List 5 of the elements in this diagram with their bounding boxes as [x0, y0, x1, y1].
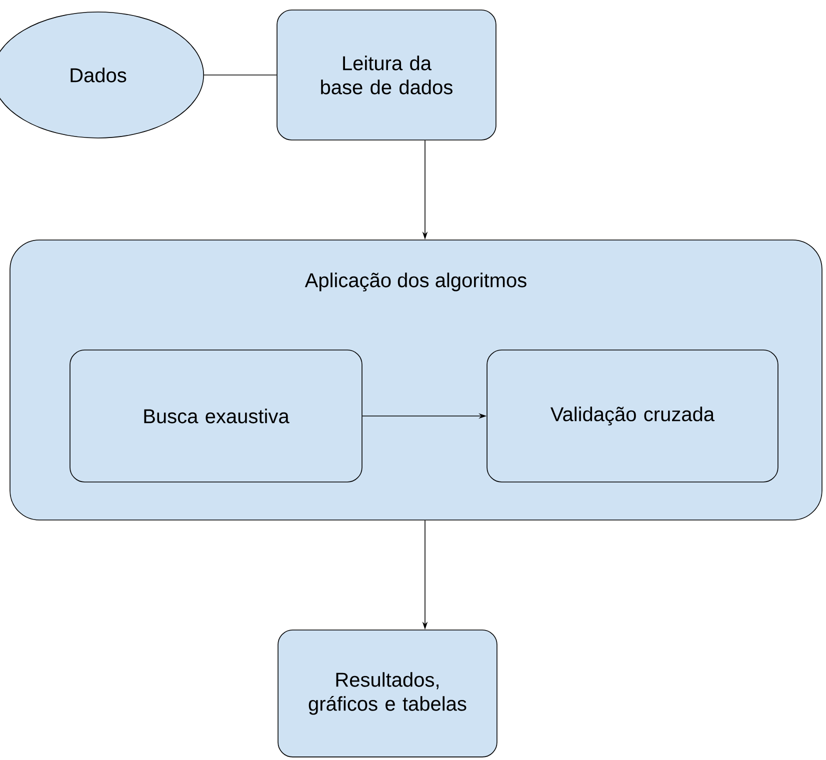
- connector-line: [204, 74, 278, 76]
- process-box: Busca exaustiva: [70, 350, 362, 482]
- process-box: Resultados, gráficos e tabelas: [278, 630, 498, 758]
- process-box: Validação cruzada: [486, 350, 778, 482]
- process-box: Leitura da base de dados: [276, 10, 496, 140]
